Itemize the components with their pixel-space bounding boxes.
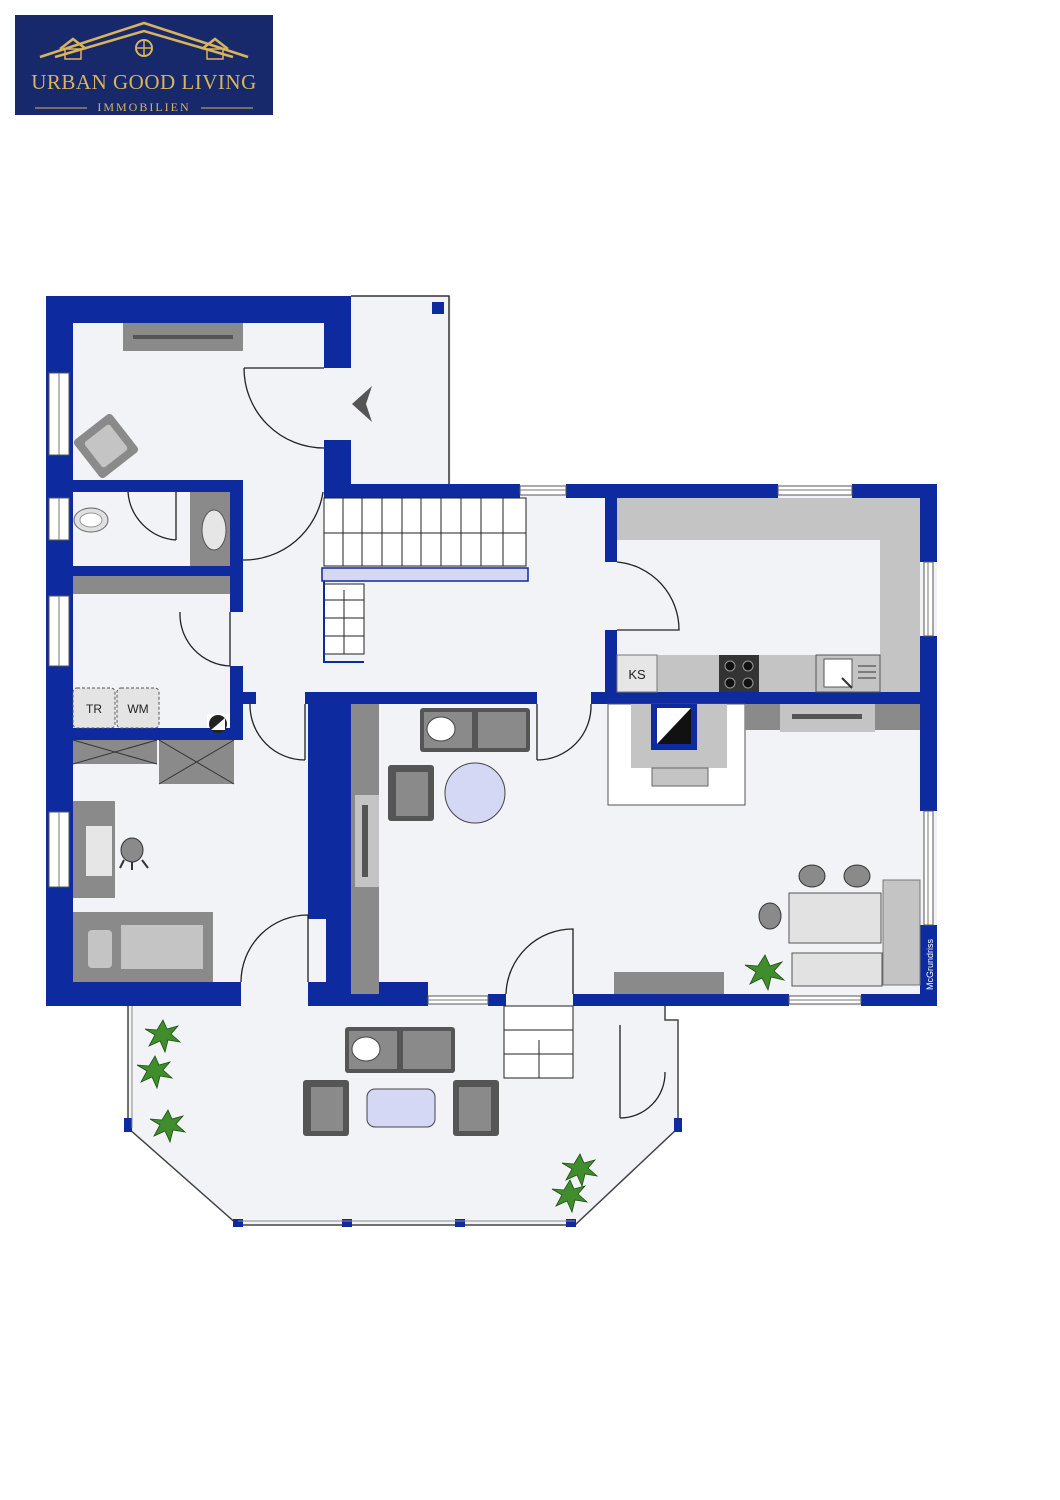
logo-title: URBAN GOOD LIVING: [31, 70, 257, 94]
dryer-appliance: TR: [72, 687, 116, 729]
terrace-steps: [503, 1005, 574, 1079]
logo-subtitle: IMMOBILIEN: [97, 100, 191, 114]
stair-rail-lower: [323, 581, 364, 663]
stair-handrail: [321, 567, 529, 582]
staircase: [323, 497, 527, 655]
watermark-text: McGrundriss: [925, 938, 935, 990]
window-mullions: [58, 373, 929, 1001]
dryer-label: TR: [86, 702, 102, 716]
roof-icon: [35, 21, 253, 109]
plant-icon: [136, 954, 786, 1214]
terrace-outline: [127, 1006, 679, 1226]
company-logo: [15, 15, 273, 115]
doors: [127, 367, 680, 1119]
entrance-porch: [351, 295, 450, 486]
furniture: [72, 323, 921, 1136]
entrance-arrow-icon: [352, 386, 372, 422]
terrace-edge-caps: [124, 1118, 682, 1227]
terrace-glass: [131, 1006, 575, 1222]
washer-label: WM: [127, 702, 148, 716]
washer-appliance: WM: [116, 687, 160, 729]
fridge-label: KS: [628, 667, 646, 682]
